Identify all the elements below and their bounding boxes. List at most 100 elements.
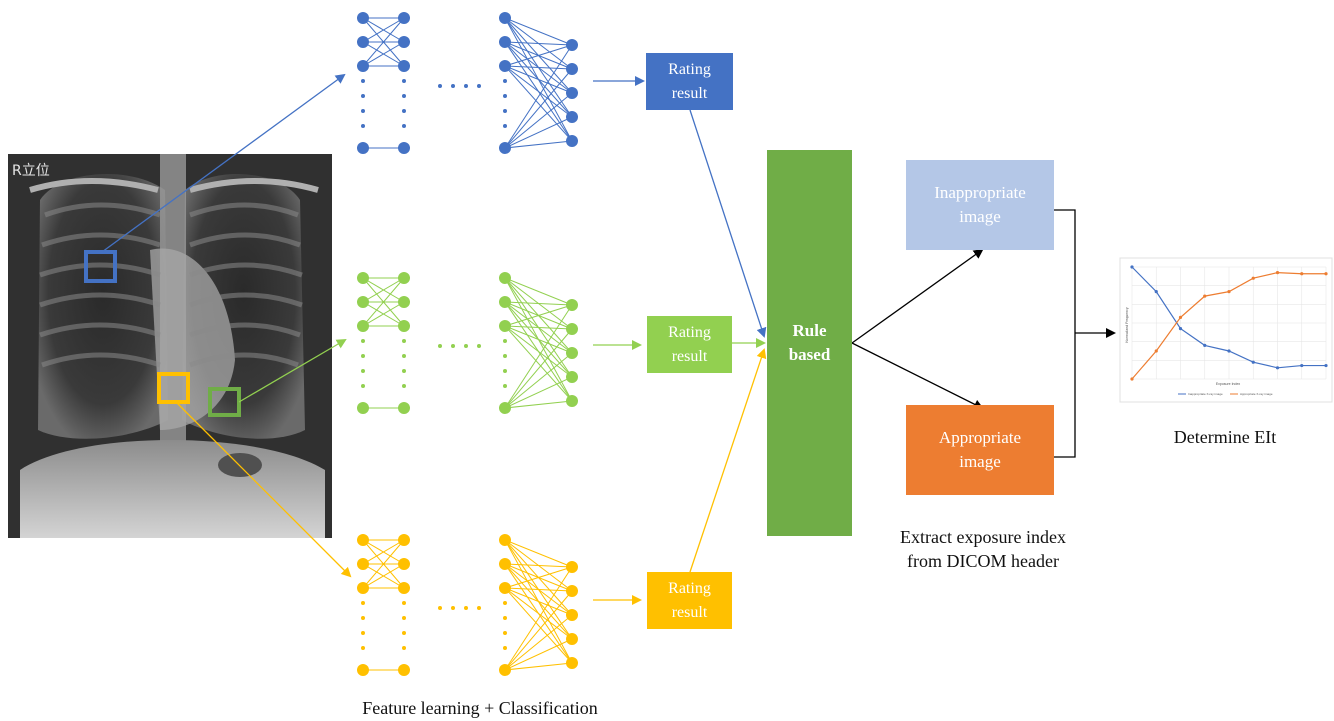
network-node — [357, 558, 369, 570]
chart-point — [1300, 363, 1304, 368]
network-node — [566, 299, 578, 311]
ellipsis-dot — [503, 601, 507, 605]
network-edge — [362, 563, 405, 589]
network-node — [398, 582, 410, 594]
ellipsis-dot — [503, 354, 507, 358]
network-edge — [504, 44, 573, 67]
network-edge — [504, 563, 573, 568]
network-edge — [362, 277, 405, 303]
network-node — [499, 558, 511, 570]
network-edge — [362, 17, 405, 67]
network-edge — [362, 539, 405, 565]
network-edge — [504, 662, 573, 671]
inappropriate-image-label: Inappropriate image — [934, 183, 1026, 226]
network-edge — [504, 587, 573, 640]
ellipsis-dot — [361, 601, 365, 605]
determine-eit-caption: Determine EIt — [1173, 427, 1277, 447]
network-node — [398, 36, 410, 48]
chart-point — [1130, 265, 1134, 269]
network-node — [398, 320, 410, 332]
network-node — [357, 582, 369, 594]
ellipsis-dot — [402, 631, 406, 635]
network-edge — [504, 65, 573, 94]
network-node — [499, 12, 511, 24]
chart-point — [1251, 276, 1255, 280]
chart-point — [1130, 377, 1134, 381]
ellipsis-dot — [464, 606, 468, 610]
network-edge — [362, 539, 405, 589]
network-node — [566, 585, 578, 597]
feature-learning-caption: Feature learning + Classification — [362, 698, 598, 718]
network-node — [499, 582, 511, 594]
rating-result-blue: Rating result — [646, 53, 733, 110]
network-node — [566, 347, 578, 359]
chart-point — [1324, 363, 1328, 368]
network-edge — [504, 277, 573, 306]
chart-point — [1227, 349, 1231, 353]
appropriate-image-box: Appropriate image — [906, 405, 1054, 495]
chart-point — [1178, 327, 1183, 331]
inappropriate-image-box: Inappropriate image — [906, 160, 1054, 250]
rating-result-green-label: Rating result — [668, 323, 711, 365]
network-node — [398, 60, 410, 72]
network-node — [566, 63, 578, 75]
ellipsis-dot — [402, 109, 406, 113]
network-edge — [504, 587, 573, 592]
extract-exposure-caption: Extract exposure index from DICOM header — [900, 527, 1066, 571]
ellipsis-dot — [402, 79, 406, 83]
network-edge — [504, 325, 573, 378]
network-node — [357, 142, 369, 154]
network-node — [566, 633, 578, 645]
rating-result-blue-label: Rating result — [668, 60, 711, 102]
network-node — [499, 402, 511, 414]
chart-point — [1324, 272, 1328, 276]
ellipsis-dot — [361, 354, 365, 358]
network-node — [398, 272, 410, 284]
chart-point — [1251, 360, 1255, 364]
chart-ylabel: Normalized Frequency — [1125, 307, 1129, 342]
chart-point — [1275, 366, 1280, 370]
ellipsis-dot — [402, 384, 406, 388]
ellipsis-dot — [503, 79, 507, 83]
network-edge — [504, 590, 573, 671]
ellipsis-dot — [451, 84, 455, 88]
ellipsis-dot — [361, 384, 365, 388]
network-node — [566, 561, 578, 573]
ellipsis-dot — [503, 369, 507, 373]
network-node — [566, 395, 578, 407]
chart-point — [1178, 315, 1183, 319]
ellipsis-dot — [438, 606, 442, 610]
network-node — [357, 12, 369, 24]
network-edge — [504, 65, 573, 142]
ellipsis-dot — [438, 344, 442, 348]
network-edge — [504, 352, 573, 409]
ellipsis-dot — [361, 94, 365, 98]
arrow-roi-to-blue-net — [101, 73, 346, 253]
network-node — [357, 60, 369, 72]
network-node — [398, 558, 410, 570]
roi-blue — [84, 250, 117, 283]
network-edge — [504, 304, 573, 409]
chart-point — [1275, 271, 1280, 275]
ellipsis-dot — [402, 124, 406, 128]
network-node — [398, 12, 410, 24]
network-node — [357, 272, 369, 284]
ellipsis-dot — [361, 369, 365, 373]
network-node — [499, 272, 511, 284]
network-edge — [504, 304, 573, 327]
network-node — [357, 320, 369, 332]
neural-network-green — [357, 272, 578, 414]
network-edge — [504, 325, 573, 354]
ellipsis-dot — [402, 616, 406, 620]
neural-network-yellow — [357, 534, 578, 676]
network-edge — [504, 68, 573, 149]
chart-xlabel: Exposure Index — [1216, 382, 1241, 386]
network-node — [357, 296, 369, 308]
rating-result-yellow-label: Rating result — [668, 579, 711, 621]
ellipsis-dot — [402, 369, 406, 373]
roi-yellow — [157, 372, 190, 404]
ellipsis-dot — [361, 124, 365, 128]
chart-legend-inappropriate: Inappropriate X-ray image — [1188, 392, 1223, 396]
network-node — [566, 135, 578, 147]
